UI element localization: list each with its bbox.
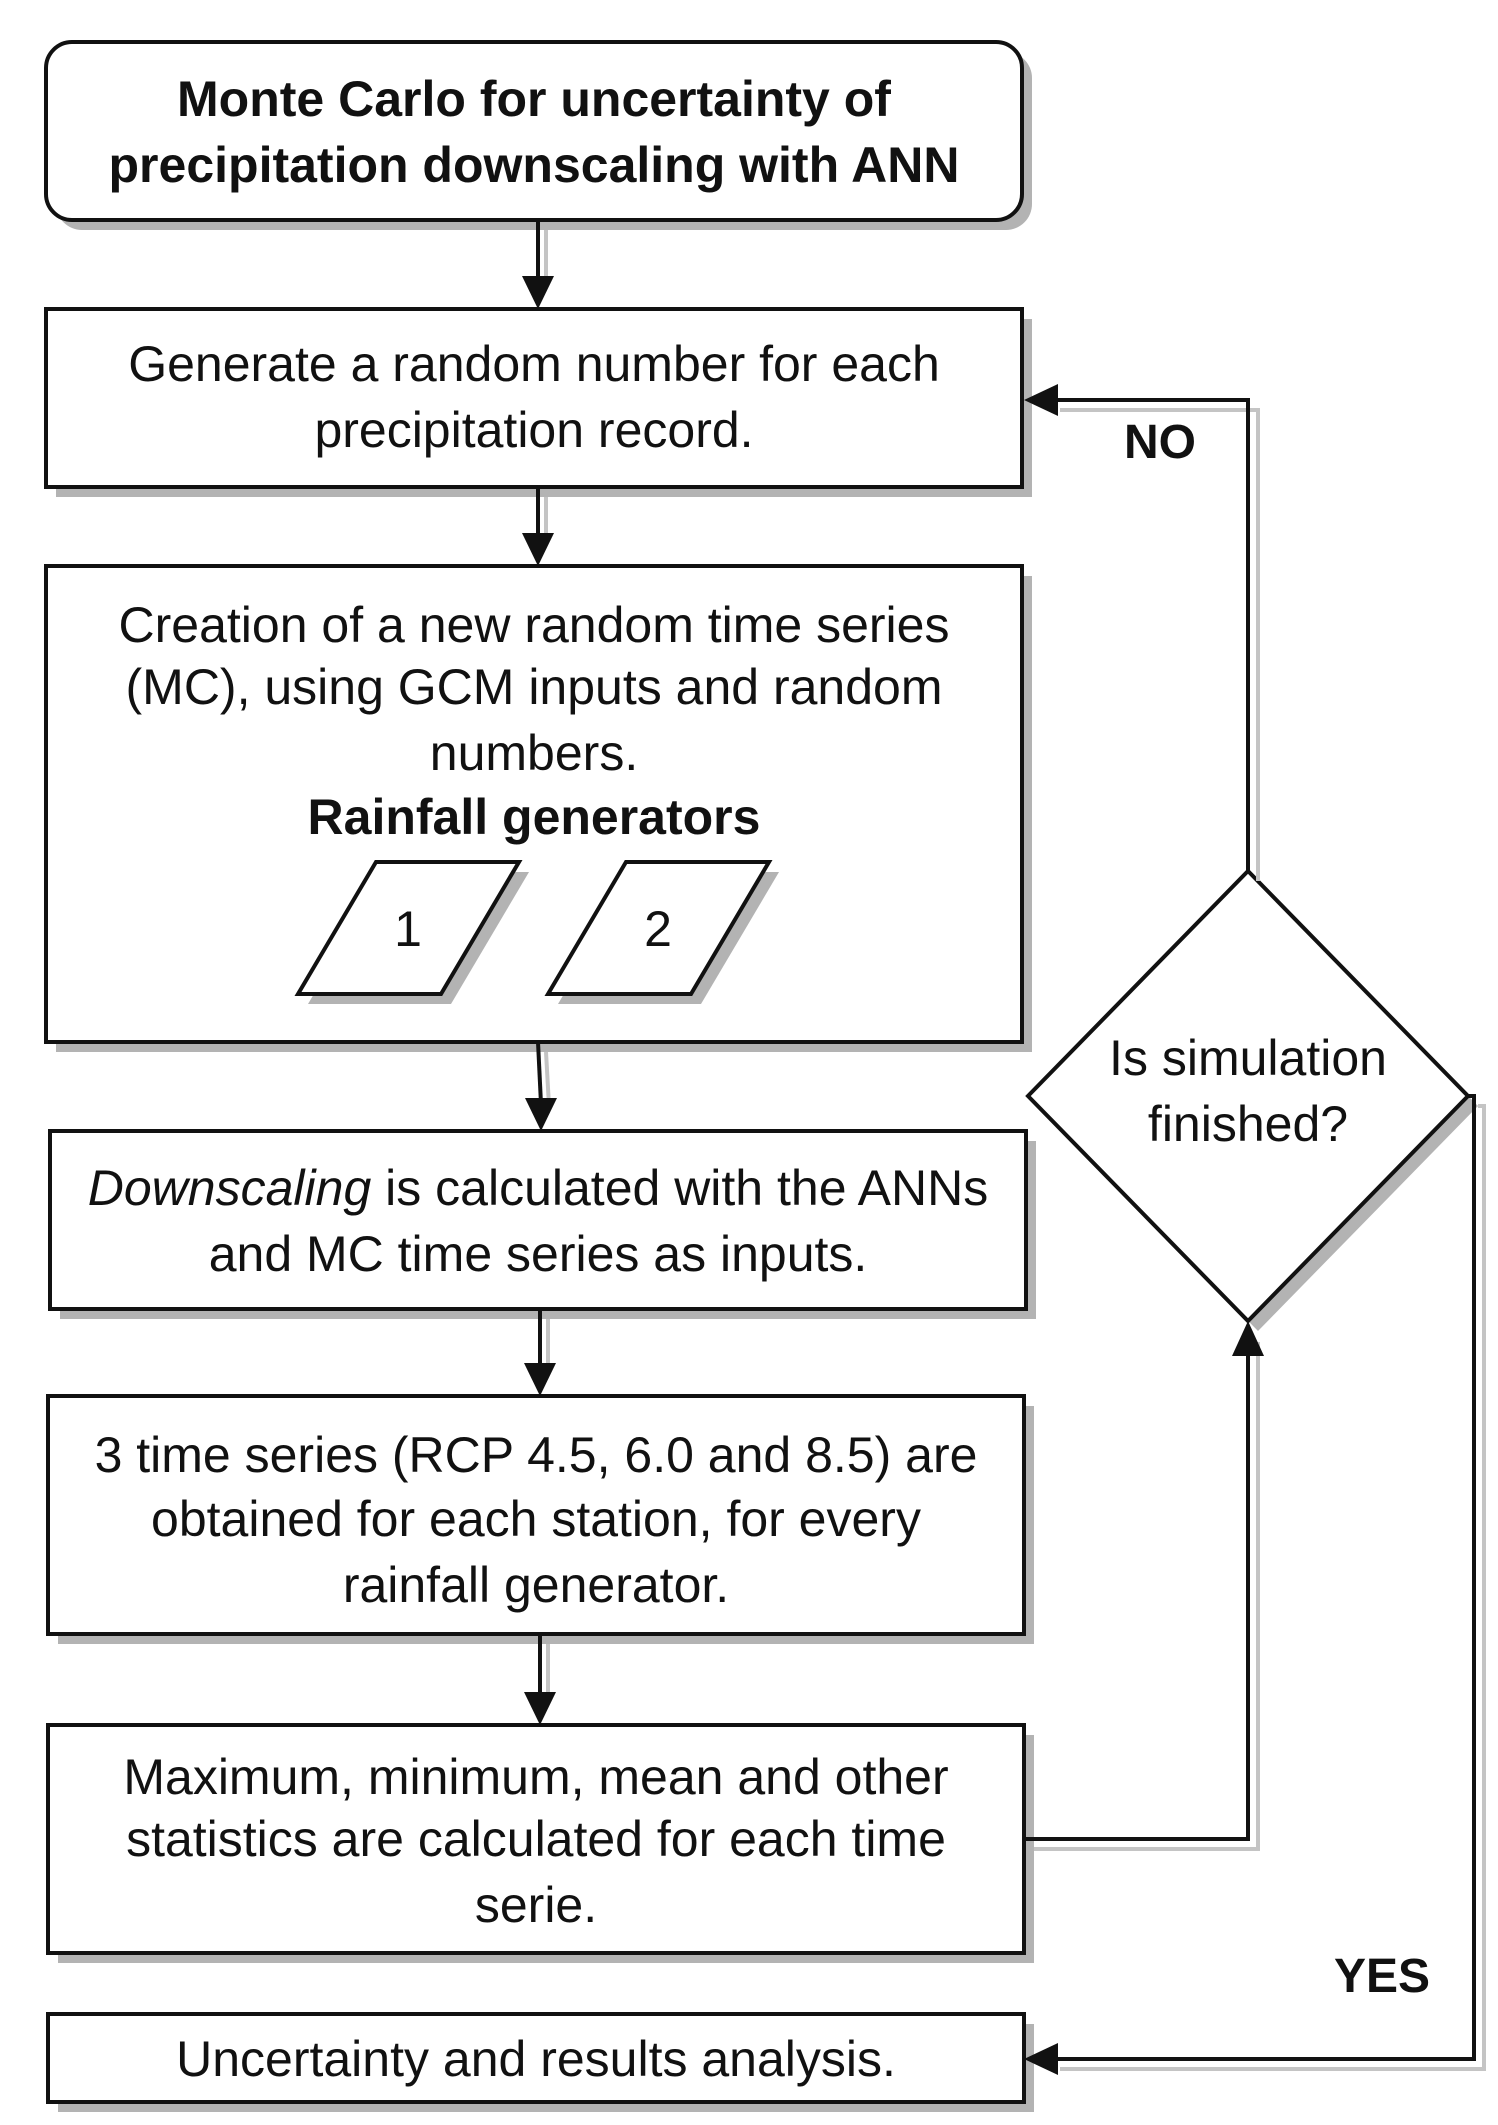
- decision-line-2: finished?: [1148, 1096, 1348, 1152]
- statistics-line-1: Maximum, minimum, mean and other: [123, 1749, 948, 1805]
- creation-line-3: numbers.: [430, 725, 638, 781]
- statistics-line-3: serie.: [475, 1877, 597, 1933]
- generate-line-2: precipitation record.: [314, 402, 753, 458]
- yes-label: YES: [1334, 1950, 1430, 2003]
- title-node: Monte Carlo for uncertainty of precipita…: [44, 40, 1032, 230]
- title-line-1: Monte Carlo for uncertainty of: [177, 71, 891, 127]
- arrow-title-to-generate: [522, 220, 554, 309]
- connector-shadows: [544, 230, 1486, 2071]
- no-label: NO: [1124, 416, 1196, 469]
- arrow-creation-to-downscaling: [525, 1041, 557, 1131]
- downscaling-node: Downscaling is calculated with the ANNs …: [48, 1129, 1036, 1319]
- downscaling-line-1-rest: is calculated with the ANNs: [371, 1160, 988, 1216]
- results-analysis-node: Uncertainty and results analysis.: [46, 2012, 1034, 2112]
- rainfall-generator-1-label: 1: [394, 901, 422, 957]
- statistics-node: Maximum, minimum, mean and other statist…: [46, 1723, 1034, 1963]
- arrow-statistics-to-decision: [1024, 1321, 1264, 1841]
- arrow-series-to-statistics: [524, 1634, 556, 1725]
- rainfall-generator-2-label: 2: [644, 901, 672, 957]
- analysis-line-1: Uncertainty and results analysis.: [176, 2031, 896, 2087]
- generate-random-number-node: Generate a random number for each precip…: [44, 307, 1032, 497]
- title-line-2: precipitation downscaling with ANN: [109, 137, 960, 193]
- rainfall-generator-2-shape: 2: [544, 860, 779, 1004]
- arrow-decision-yes: [1024, 1094, 1476, 2075]
- decision-node: Is simulation finished?: [1025, 868, 1478, 1331]
- creation-line-1: Creation of a new random time series: [119, 597, 950, 653]
- arrow-downscaling-to-series: [524, 1309, 556, 1396]
- generate-line-1: Generate a random number for each: [128, 336, 940, 392]
- time-series-output-node: 3 time series (RCP 4.5, 6.0 and 8.5) are…: [46, 1394, 1034, 1644]
- creation-line-2: (MC), using GCM inputs and random: [126, 659, 943, 715]
- rainfall-generators-heading: Rainfall generators: [308, 789, 761, 845]
- arrow-generate-to-creation: [522, 487, 554, 566]
- rainfall-generator-1-shape: 1: [294, 860, 529, 1004]
- arrow-decision-no-loop: [1024, 384, 1250, 871]
- series-line-3: rainfall generator.: [343, 1557, 729, 1613]
- create-time-series-node: Creation of a new random time series (MC…: [44, 564, 1032, 1052]
- downscaling-term: Downscaling: [88, 1160, 372, 1216]
- downscaling-line-2: and MC time series as inputs.: [209, 1226, 868, 1282]
- series-line-2: obtained for each station, for every: [151, 1491, 921, 1547]
- series-line-1: 3 time series (RCP 4.5, 6.0 and 8.5) are: [95, 1427, 978, 1483]
- downscaling-line-1: Downscaling is calculated with the ANNs: [88, 1160, 988, 1216]
- statistics-line-2: statistics are calculated for each time: [126, 1811, 946, 1867]
- decision-line-1: Is simulation: [1109, 1030, 1387, 1086]
